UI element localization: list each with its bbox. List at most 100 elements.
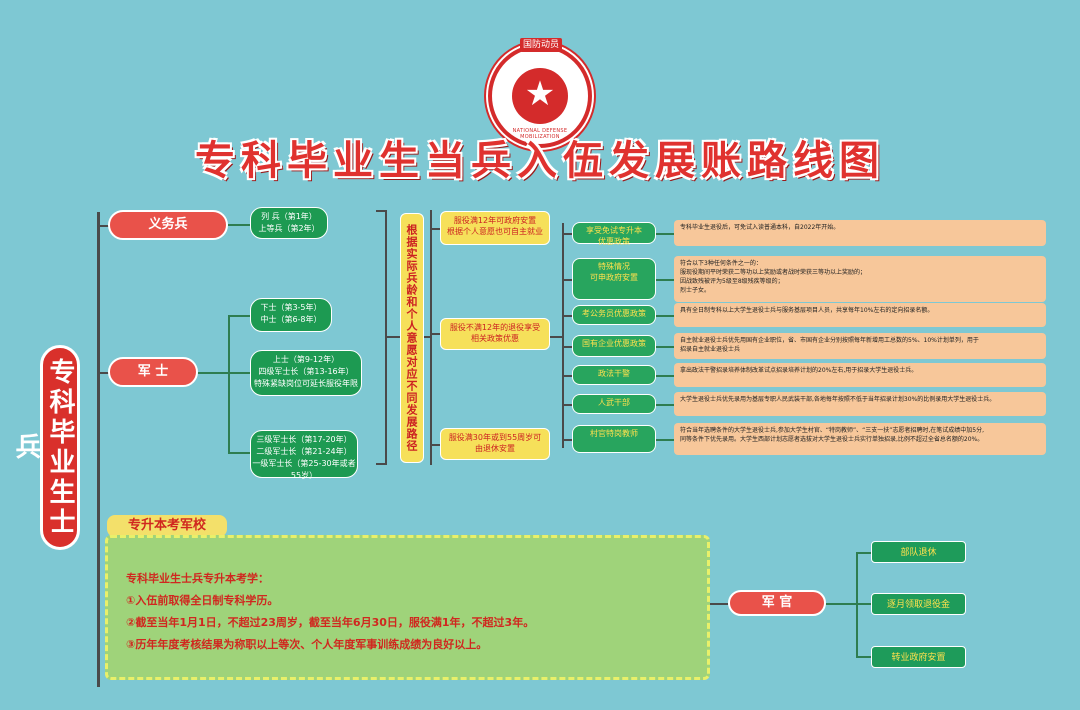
connector xyxy=(710,603,728,605)
policy-label: 政法干警 xyxy=(572,365,656,385)
service-option-12y: 服役满12年可政府安置 根据个人意愿也可自主就业 xyxy=(440,211,550,245)
connector xyxy=(100,225,110,227)
policy-label-line: 政法干警 xyxy=(598,369,630,378)
connector xyxy=(228,315,230,453)
connector xyxy=(856,552,871,554)
rank-4th-master: 四级军士长（第13-16年） xyxy=(258,367,354,376)
yiwubing-ranks: 列 兵（第1年） 上等兵（第2年） xyxy=(250,207,328,239)
officer-option-transfer: 转业政府安置 xyxy=(871,646,966,668)
connector xyxy=(656,233,674,235)
connector xyxy=(228,224,250,226)
rank-note: 特殊紧缺岗位可延长服役年限 xyxy=(254,379,358,388)
junshi-level-2: 上士（第9-12年） 四级军士长（第13-16年） 特殊紧缺岗位可延长服役年限 xyxy=(250,350,362,396)
policy-label: 特殊情况可申政府安置 xyxy=(572,258,656,300)
page-title: 专科毕业生当兵入伍发展账路线图 xyxy=(195,137,885,184)
connector xyxy=(228,315,250,317)
root-pill: 专科毕业生士兵 xyxy=(11,345,80,550)
bracket-line xyxy=(430,333,440,335)
branch-yiwubing: 义务兵 xyxy=(108,210,228,240)
policy-label-line: 人武干部 xyxy=(598,398,630,407)
service-option-under12: 服役不满12年的退役享受 相关政策优惠 xyxy=(440,318,550,350)
policy-text-line: 具有全日制专科以上大学生退役士兵与服务基层项目人员，共享每年10%左右的定向招录… xyxy=(680,307,934,314)
policy-label: 国有企业优惠政策 xyxy=(572,335,656,357)
policy-label: 考公务员优惠政策 xyxy=(572,305,656,325)
connector xyxy=(656,315,674,317)
connector xyxy=(856,603,871,605)
policy-label-line: 优惠政策 xyxy=(598,237,630,246)
connector xyxy=(228,452,250,454)
policy-label: 村官特岗教师 xyxy=(572,425,656,453)
rank-sergeant: 中士（第6-8年） xyxy=(260,315,322,324)
connector xyxy=(656,404,674,406)
policy-description: 专科毕业生退役后，可免试入读普通本科，自2022年开始。 xyxy=(674,220,1046,246)
connector xyxy=(826,603,856,605)
connector xyxy=(856,656,871,658)
emblem-core: ★ xyxy=(512,68,568,124)
bracket-line xyxy=(550,336,562,338)
junshi-level-3: 三级军士长（第17-20年） 二级军士长（第21-24年） 一级军士长（第25-… xyxy=(250,430,358,480)
policy-text-line: 服现役期间平时荣获二等功以上奖励或者战时荣获三等功以上奖励的； xyxy=(680,269,867,276)
policy-text-line: 符合以下3种任何条件之一的： xyxy=(680,260,762,267)
policy-label-line: 享受免试专升本 xyxy=(586,226,642,235)
service-option-line: 服役满30年或到55周岁可 xyxy=(448,433,542,442)
bracket-line xyxy=(430,210,432,465)
bracket-line xyxy=(386,336,400,338)
policy-text-line: 大学生退役士兵优先录用为基层专职人民武装干部,各地每年按照不低于当年招录计划30… xyxy=(680,396,996,403)
branch-junshi: 军 士 xyxy=(108,357,198,387)
connector xyxy=(656,346,674,348)
rank-private: 列 兵（第1年） xyxy=(261,212,317,221)
bracket-line xyxy=(424,336,430,338)
exam-heading: 专科毕业生士兵专升本考学： xyxy=(126,572,269,585)
service-option-line: 服役满12年可政府安置 xyxy=(453,216,537,225)
policy-description: 符合当年选聘条件的大学生退役士兵,参加大学生村官、“特岗教师”、“三支一扶”志愿… xyxy=(674,423,1046,455)
service-option-line: 相关政策优惠 xyxy=(471,334,519,343)
policy-text-line: 自主就业退役士兵优先用国有企业职位，省、市国有企业分别按照每年新增用工总数的5%… xyxy=(680,337,979,344)
rank-3rd-master: 三级军士长（第17-20年） xyxy=(256,435,352,444)
service-option-line: 根据个人意愿也可自主就业 xyxy=(447,227,543,236)
policy-label-line: 考公务员优惠政策 xyxy=(582,309,646,318)
officer-option-pension: 逐月领取退役金 xyxy=(871,593,966,615)
policy-description: 具有全日制专科以上大学生退役士兵与服务基层项目人员，共享每年10%左右的定向招录… xyxy=(674,303,1046,327)
policy-label: 享受免试专升本优惠政策 xyxy=(572,222,656,246)
policy-text-line: 烈士子女。 xyxy=(680,287,711,294)
connector xyxy=(100,372,110,374)
policy-text-line: 招录自主就业退役士兵 xyxy=(680,346,741,353)
connector xyxy=(656,279,674,281)
service-option-line: 由退休安置 xyxy=(475,444,515,453)
exam-panel: 专科毕业生士兵专升本考学： ①入伍前取得全日制专科学历。 ②截至当年1月1日，不… xyxy=(105,535,710,680)
policy-label-line: 村官特岗教师 xyxy=(590,429,638,438)
junshi-level-1: 下士（第3-5年） 中士（第6-8年） xyxy=(250,298,332,332)
policy-description: 大学生退役士兵优先录用为基层专职人民武装干部,各地每年按照不低于当年招录计划30… xyxy=(674,392,1046,416)
middle-vertical-note: 根据实际兵龄和个人意愿对应不同发展路径 xyxy=(400,213,424,463)
national-defense-emblem: 国防动员 ★ NATIONAL DEFENSE MOBILIZATION xyxy=(488,38,592,148)
rank-corporal: 下士（第3-5年） xyxy=(260,303,322,312)
connector xyxy=(564,315,572,317)
policy-label-line: 特殊情况 xyxy=(598,262,630,271)
policy-text-line: 同等条件下优先录用。大学生西部计划志愿者选拔对大学生退役士兵实行单独招录,比例不… xyxy=(680,436,984,443)
exam-item-1: ①入伍前取得全日制专科学历。 xyxy=(126,594,279,607)
connector xyxy=(564,404,572,406)
policy-label-line: 可申政府安置 xyxy=(590,273,638,282)
officer-option-retire: 部队退休 xyxy=(871,541,966,563)
policy-text-line: 符合当年选聘条件的大学生退役士兵,参加大学生村官、“特岗教师”、“三支一扶”志愿… xyxy=(680,427,984,434)
policy-description: 自主就业退役士兵优先用国有企业职位，省、市国有企业分别按照每年新增用工总数的5%… xyxy=(674,333,1046,359)
policy-label: 人武干部 xyxy=(572,394,656,414)
trunk-line xyxy=(97,212,100,687)
rank-pfc: 上等兵（第2年） xyxy=(258,224,320,233)
emblem-ring-text: NATIONAL DEFENSE MOBILIZATION xyxy=(512,128,568,140)
officer-pill: 军 官 xyxy=(728,590,826,616)
star-icon: ★ xyxy=(524,74,556,114)
connector xyxy=(564,279,572,281)
policy-label-line: 国有企业优惠政策 xyxy=(582,339,646,348)
bracket-line xyxy=(376,210,386,212)
connector xyxy=(564,375,572,377)
section-label: 专升本考军校 xyxy=(107,515,227,537)
policy-text-line: 因战致残被评为5级至8级残疾等级的； xyxy=(680,278,784,285)
service-option-30y: 服役满30年或到55周岁可 由退休安置 xyxy=(440,428,550,460)
connector xyxy=(656,439,674,441)
exam-item-3: ③历年年度考核结果为称职以上等次、个人年度军事训练成绩为良好以上。 xyxy=(126,638,488,651)
bracket-line xyxy=(376,463,386,465)
bracket-line xyxy=(430,444,440,446)
policy-description: 拿出政法干警招录培养体制改革试点招录培养计划的20%左右,用于招录大学生退役士兵… xyxy=(674,363,1046,387)
connector xyxy=(228,372,250,374)
